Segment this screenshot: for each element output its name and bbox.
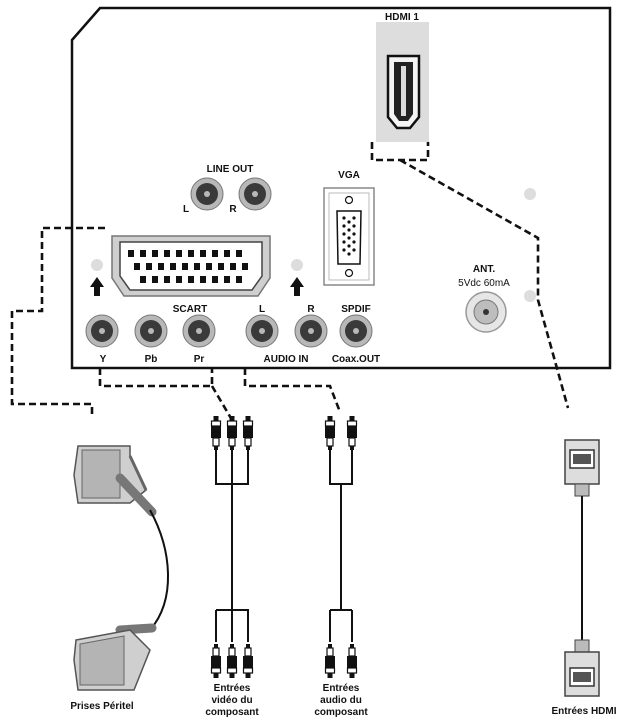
component-audio-dashed-line (243, 368, 342, 413)
ant-spec: 5Vdc 60mA (458, 278, 510, 289)
screw-hole (524, 188, 536, 200)
component-y-jack[interactable] (85, 314, 119, 348)
component-y-label: Y (100, 354, 107, 365)
coax-out-jack[interactable] (339, 314, 373, 348)
component-pr-label: Pr (194, 354, 205, 365)
antenna-port[interactable]: ANT. 5Vdc 60mA (458, 264, 510, 333)
audio-r-label: R (307, 304, 315, 315)
hdmi-dashed-line (370, 142, 570, 409)
line-out-left-jack[interactable] (190, 177, 224, 211)
screw-hole (291, 259, 303, 271)
component-pb-label: Pb (145, 354, 158, 365)
component-video-caption-2: vidéo du (211, 695, 252, 706)
line-out-label: LINE OUT (207, 164, 254, 175)
component-audio-caption-3: composant (314, 707, 368, 718)
vga-label: VGA (338, 170, 360, 181)
vga-port[interactable]: VGA (323, 170, 375, 286)
component-pr-jack[interactable] (182, 314, 216, 348)
line-out-right-jack[interactable] (238, 177, 272, 211)
spdif-label: SPDIF (341, 304, 370, 315)
hdmi-cable: Entrées HDMI (551, 439, 617, 717)
up-arrow-icon (90, 277, 104, 296)
scart-port[interactable] (111, 235, 271, 297)
line-out-right-label: R (229, 204, 237, 215)
scart-dashed-line (10, 226, 105, 416)
scart-caption: Prises Péritel (70, 701, 134, 712)
component-video-dashed-line (98, 368, 234, 421)
component-video-cable: Entrées vidéo du composant (205, 415, 259, 718)
component-video-caption-1: Entrées (214, 683, 251, 694)
audio-in-right-jack[interactable] (294, 314, 328, 348)
component-audio-caption-2: audio du (320, 695, 362, 706)
ant-label: ANT. (473, 264, 495, 275)
scart-cable: Prises Péritel (70, 445, 169, 712)
component-audio-cable: Entrées audio du composant (314, 415, 368, 718)
audio-in-label: AUDIO IN (264, 354, 309, 365)
line-out-left-label: L (183, 204, 189, 215)
hdmi-label: HDMI 1 (385, 12, 419, 23)
component-pb-jack[interactable] (134, 314, 168, 348)
audio-in-left-jack[interactable] (245, 314, 279, 348)
component-audio-caption-1: Entrées (323, 683, 360, 694)
coax-out-label: Coax.OUT (332, 354, 380, 365)
line-out-ports: LINE OUT L R (183, 164, 272, 215)
screw-hole (524, 290, 536, 302)
scart-label: SCART (173, 304, 207, 315)
hdmi-port[interactable]: HDMI 1 (376, 12, 429, 142)
audio-l-label: L (259, 304, 265, 315)
component-video-caption-3: composant (205, 707, 259, 718)
up-arrow-icon (290, 277, 304, 296)
hdmi-caption: Entrées HDMI (551, 706, 616, 717)
screw-hole (91, 259, 103, 271)
